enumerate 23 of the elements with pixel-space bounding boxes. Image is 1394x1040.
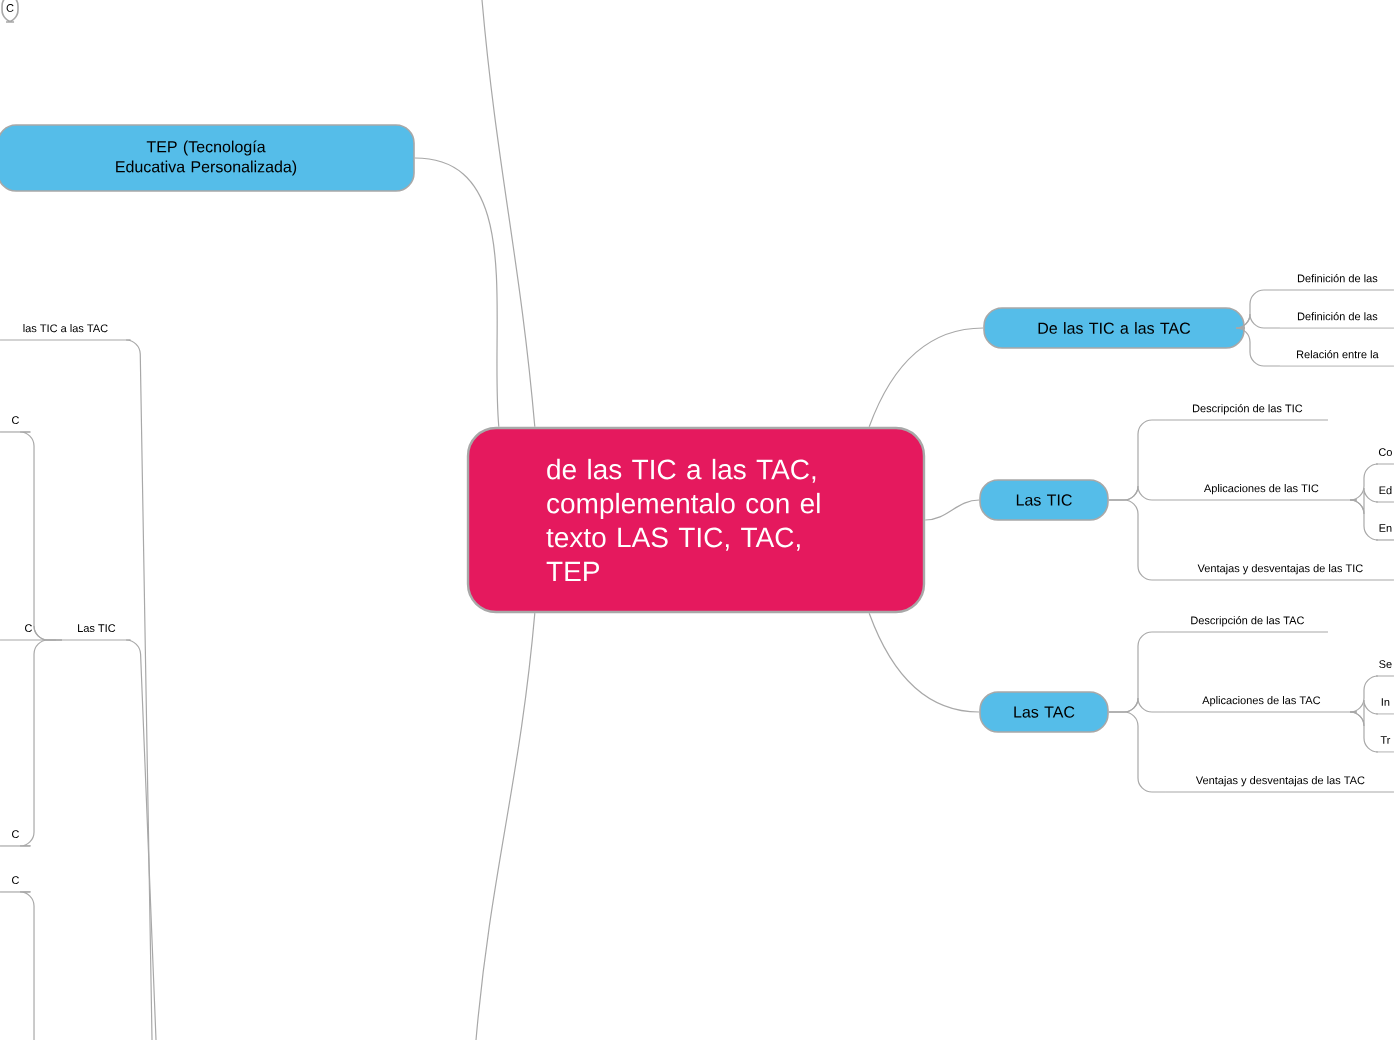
connector [414, 157, 500, 428]
central-topic-box: de las TIC a las TAC, complementalo con el texto LAS TIC, TAC, TEP [466, 426, 926, 614]
connector [1108, 711, 1167, 793]
connector [125, 339, 153, 1040]
connector [924, 499, 980, 521]
topic-pill: De las TIC a las TAC [983, 307, 1245, 349]
topic-pill: TEP (Tecnología Educativa Personalizada) [0, 124, 415, 192]
connector [19, 891, 35, 1040]
connector [868, 612, 980, 713]
connector [1349, 675, 1379, 713]
connector [481, 0, 536, 428]
connector [1235, 327, 1281, 367]
connector [1108, 499, 1167, 581]
connector [475, 612, 536, 1040]
connector [868, 327, 984, 428]
connector [1349, 463, 1379, 501]
connector [1349, 711, 1379, 753]
connector [1349, 499, 1379, 541]
connector [19, 639, 63, 847]
topic-pill: Las TIC [979, 479, 1109, 521]
connector [125, 639, 157, 1040]
topic-pill: Las TAC [979, 691, 1109, 733]
connector [1235, 313, 1281, 329]
